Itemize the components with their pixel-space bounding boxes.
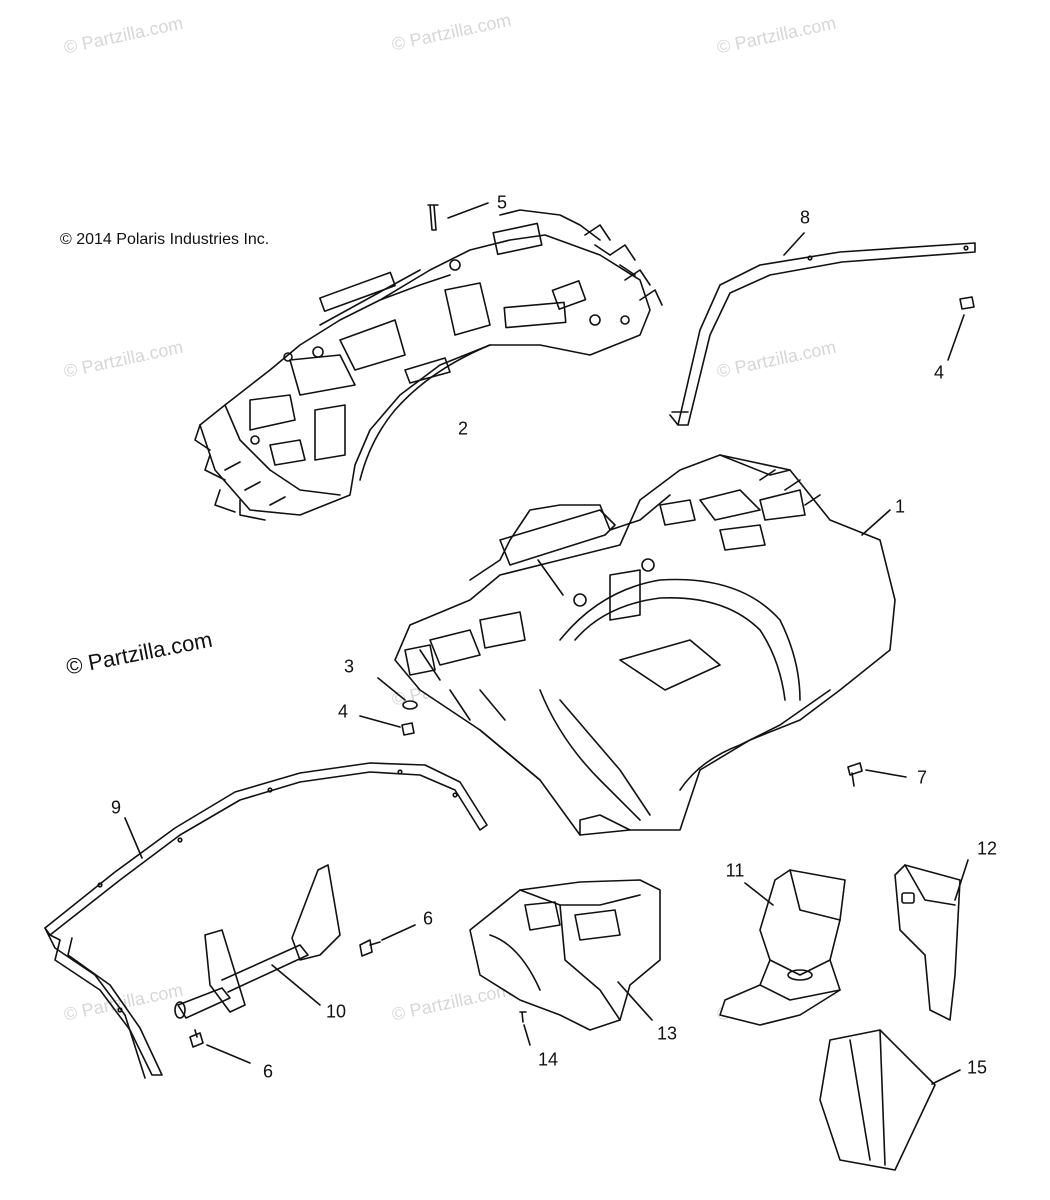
mud-flap-part: [819, 1029, 961, 1171]
callout-6: 6: [422, 908, 434, 929]
support-bar-part: [669, 232, 976, 426]
side-panel-part: [469, 879, 661, 1031]
side-guard-part: [894, 859, 969, 1021]
callout-6: 6: [262, 1061, 274, 1082]
push-rivet-part: [847, 762, 907, 787]
callout-11: 11: [725, 860, 745, 881]
callout-5: 5: [496, 192, 508, 213]
callout-14: 14: [537, 1049, 559, 1070]
callout-4: 4: [337, 701, 349, 722]
callout-4: 4: [933, 362, 945, 383]
bumper-bar-part: [44, 762, 488, 1079]
bolt-part: [189, 1029, 251, 1064]
callout-2: 2: [457, 418, 469, 439]
nut-part: [947, 296, 975, 361]
heat-shield-part: [719, 869, 846, 1026]
washer-part: [377, 677, 418, 710]
screw-part: [427, 202, 489, 231]
callout-9: 9: [110, 797, 122, 818]
copyright-notice: © 2014 Polaris Industries Inc.: [60, 231, 270, 248]
hitch-bracket-part: [174, 864, 341, 1019]
bolt-part: [359, 924, 416, 957]
callout-15: 15: [966, 1057, 988, 1078]
rear-rack-part: [194, 209, 663, 521]
callout-13: 13: [656, 1023, 678, 1044]
callout-7: 7: [916, 767, 928, 788]
callout-10: 10: [325, 1001, 347, 1022]
callout-3: 3: [343, 656, 355, 677]
rear-fender-part: [394, 454, 896, 836]
callout-12: 12: [976, 838, 998, 859]
nut-part: [359, 715, 415, 736]
callout-8: 8: [799, 207, 811, 228]
small-screw-part: [519, 1011, 531, 1046]
callout-1: 1: [894, 496, 906, 517]
